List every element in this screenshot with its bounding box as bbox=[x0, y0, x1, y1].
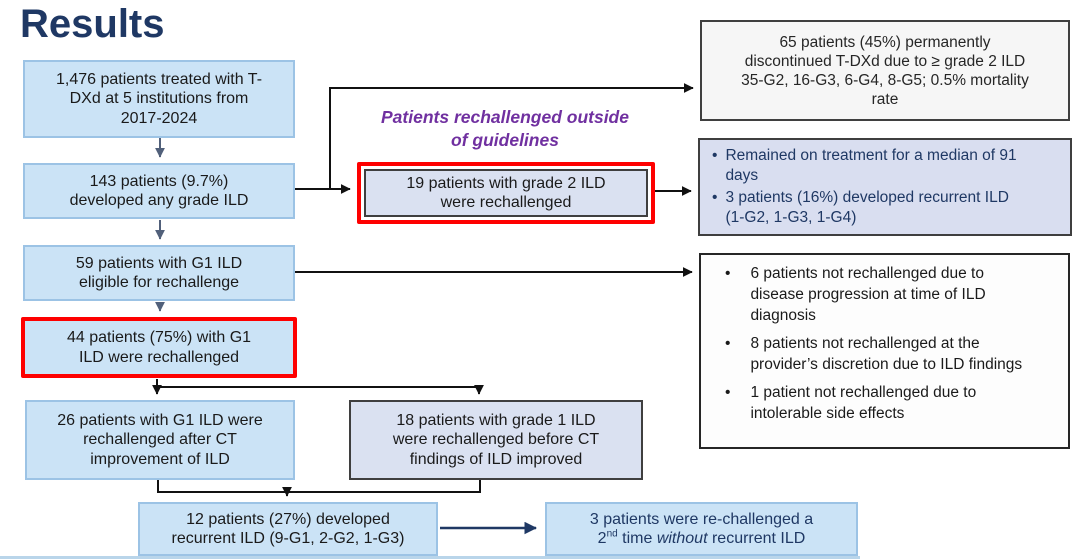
rechallenged-2nd-prefix: 3 patients were re-challenged a bbox=[589, 510, 814, 528]
rechallenged-2nd-text: 3 patients were re-challenged a 2nd time… bbox=[590, 510, 813, 549]
rechallenged-2nd-without: without bbox=[656, 530, 708, 547]
bullet-icon: • bbox=[725, 335, 731, 352]
outcome-box-discontinued: 65 patients (45%) permanently discontinu… bbox=[700, 20, 1070, 121]
bullet-icon: • bbox=[712, 189, 718, 206]
bullet-icon: • bbox=[712, 147, 718, 164]
not-rechallenged-bullet-1: 6 patients not rechallenged due to disea… bbox=[750, 265, 986, 324]
bullet-icon: • bbox=[725, 265, 731, 282]
rechallenged-2nd-mid: time bbox=[617, 530, 657, 547]
flow-box-12-patients: 12 patients (27%) developed recurrent IL… bbox=[138, 502, 438, 556]
outcome-box-treatment-bullets: • Remained on treatment for a median of … bbox=[698, 138, 1072, 236]
flow-box-44-patients-highlighted: 44 patients (75%) with G1 ILD were recha… bbox=[21, 317, 297, 378]
outcome-box-not-rechallenged-bullets: • 6 patients not rechallenged due to dis… bbox=[699, 253, 1070, 449]
treatment-bullet-2: 3 patients (16%) developed recurrent ILD… bbox=[725, 189, 1009, 226]
rechallenged-2nd-number: 2 bbox=[597, 530, 607, 547]
flow-box-1476-patients: 1,476 patients treated with T- DXd at 5 … bbox=[23, 60, 295, 138]
flow-box-3-patients-rechallenged-2nd: 3 patients were re-challenged a 2nd time… bbox=[545, 502, 858, 556]
flow-box-26-patients: 26 patients with G1 ILD were rechallenge… bbox=[25, 400, 295, 480]
flow-box-19-patients: 19 patients with grade 2 ILD were rechal… bbox=[364, 169, 648, 217]
slide-bottom-rule bbox=[0, 556, 860, 559]
flow-box-59-patients: 59 patients with G1 ILD eligible for rec… bbox=[23, 245, 295, 301]
flow-box-19-patients-highlighted-frame: 19 patients with grade 2 ILD were rechal… bbox=[357, 162, 655, 224]
flow-box-143-patients: 143 patients (9.7%) developed any grade … bbox=[23, 163, 295, 219]
bullet-icon: • bbox=[725, 384, 731, 401]
treatment-bullet-1: Remained on treatment for a median of 91… bbox=[725, 147, 1017, 184]
list-item: • 6 patients not rechallenged due to dis… bbox=[719, 263, 1038, 326]
not-rechallenged-bullet-2: 8 patients not rechallenged at the provi… bbox=[750, 335, 1023, 373]
list-item: • 1 patient not rechallenged due to into… bbox=[719, 382, 1038, 424]
flow-box-18-patients: 18 patients with grade 1 ILD were rechal… bbox=[349, 400, 643, 480]
not-rechallenged-bullet-3: 1 patient not rechallenged due to intole… bbox=[750, 384, 977, 422]
list-item: • 3 patients (16%) developed recurrent I… bbox=[712, 188, 1026, 228]
page-title: Results bbox=[20, 2, 165, 46]
list-item: • Remained on treatment for a median of … bbox=[712, 146, 1026, 186]
list-item: • 8 patients not rechallenged at the pro… bbox=[719, 333, 1038, 375]
rechallenged-2nd-suffix: recurrent ILD bbox=[707, 530, 806, 547]
outside-guidelines-note: Patients rechallenged outside of guideli… bbox=[381, 107, 629, 150]
rechallenged-2nd-ordinal: nd bbox=[606, 528, 618, 540]
